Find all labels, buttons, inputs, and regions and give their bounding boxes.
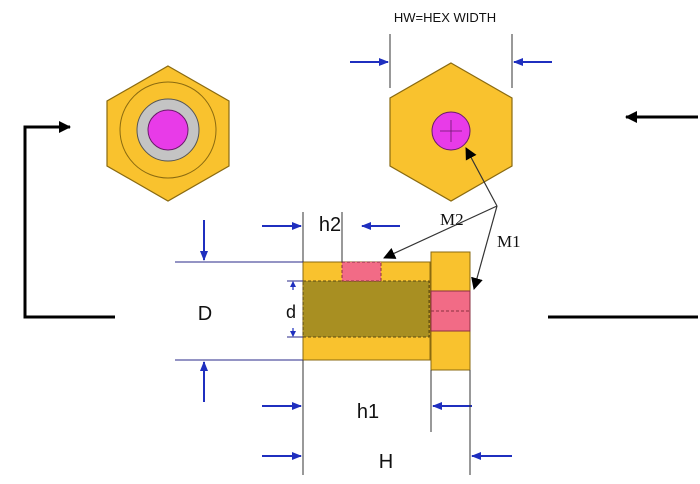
D-dimension: D bbox=[175, 220, 303, 402]
section-arrow-left bbox=[23, 121, 115, 319]
m2-label: M2 bbox=[440, 210, 464, 229]
m1-leader-to-head bbox=[471, 205, 498, 290]
h2-dimension: h2 bbox=[262, 212, 400, 262]
d-label: d bbox=[286, 302, 296, 322]
magenta-boss bbox=[147, 109, 189, 151]
h2-label: h2 bbox=[319, 214, 341, 236]
d-dimension: d bbox=[286, 280, 303, 338]
H-dimension: H bbox=[262, 370, 512, 475]
D-label: D bbox=[198, 303, 212, 325]
h1-dimension: h1 bbox=[262, 360, 472, 475]
standoff-section-view bbox=[302, 251, 471, 371]
internal-thread-bore bbox=[302, 280, 430, 338]
hex-top-view-right bbox=[389, 62, 513, 202]
hex-width-dimension: HW=HEX WIDTH bbox=[350, 10, 552, 88]
hex-top-view-left bbox=[106, 65, 230, 202]
section-view-arrow-icon bbox=[23, 111, 698, 319]
hex-inner-ring bbox=[119, 81, 217, 179]
h1-label: h1 bbox=[357, 401, 379, 423]
m2-leader bbox=[383, 205, 498, 259]
hex-width-label: HW=HEX WIDTH bbox=[394, 10, 496, 25]
m1-label: M1 bbox=[497, 232, 521, 251]
thread-marker-top bbox=[341, 261, 382, 282]
H-label: H bbox=[379, 451, 393, 473]
m1-leader-to-hole bbox=[465, 147, 498, 207]
thread-callouts: M2 M1 bbox=[383, 147, 521, 290]
